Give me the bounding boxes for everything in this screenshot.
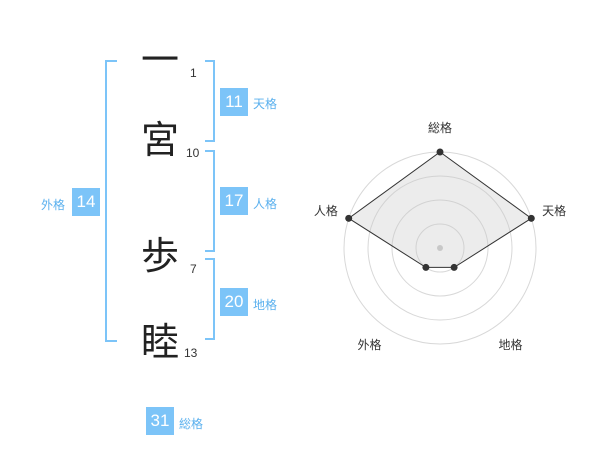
radar-axis-label-4: 外格 bbox=[357, 337, 381, 352]
tenkaku-value-badge: 11 bbox=[220, 88, 248, 116]
radar-point-5 bbox=[345, 214, 353, 222]
stroke-count-4: 13 bbox=[184, 346, 198, 360]
name-char-3: 歩 bbox=[141, 234, 180, 278]
radar-axis-label-3: 地格 bbox=[499, 337, 523, 352]
name-char-1: 一 bbox=[141, 38, 180, 82]
radar-point-3 bbox=[450, 263, 458, 271]
chikaku-bracket bbox=[205, 258, 215, 340]
radar-ring-2 bbox=[391, 199, 489, 297]
stroke-count-3: 7 bbox=[190, 262, 197, 276]
stroke-count-2: 10 bbox=[186, 146, 200, 160]
soukaku-value-badge: 31 bbox=[146, 407, 174, 435]
radar-center-dot bbox=[437, 245, 443, 251]
soukaku-label: 総格 bbox=[179, 417, 204, 431]
jinkaku-value-badge: 17 bbox=[220, 187, 248, 215]
radar-axis-label-1: 総格 bbox=[428, 120, 452, 135]
radar-area bbox=[347, 151, 533, 268]
radar-axis-label-5: 人格 bbox=[314, 203, 338, 218]
radar-point-2 bbox=[527, 214, 535, 222]
jinkaku-label: 人格 bbox=[253, 197, 278, 211]
name-char-4: 睦 bbox=[141, 320, 180, 364]
chikaku-value-badge: 20 bbox=[220, 288, 248, 316]
tenkaku-label: 天格 bbox=[253, 97, 278, 111]
gaikaku-label: 外格 bbox=[41, 198, 66, 212]
tenkaku-bracket bbox=[205, 60, 215, 142]
jinkaku-bracket bbox=[205, 150, 215, 252]
gaikaku-value-badge: 14 bbox=[72, 188, 100, 216]
name-char-2: 宮 bbox=[141, 118, 180, 162]
gaikaku-bracket bbox=[105, 60, 117, 342]
radar-point-4 bbox=[422, 263, 430, 271]
chikaku-label: 地格 bbox=[253, 298, 278, 312]
radar-ring-3 bbox=[367, 175, 513, 321]
radar-point-1 bbox=[436, 148, 444, 156]
radar-ring-1 bbox=[415, 223, 465, 273]
radar-axis-label-2: 天格 bbox=[542, 203, 566, 218]
stroke-count-1: 1 bbox=[190, 66, 197, 80]
